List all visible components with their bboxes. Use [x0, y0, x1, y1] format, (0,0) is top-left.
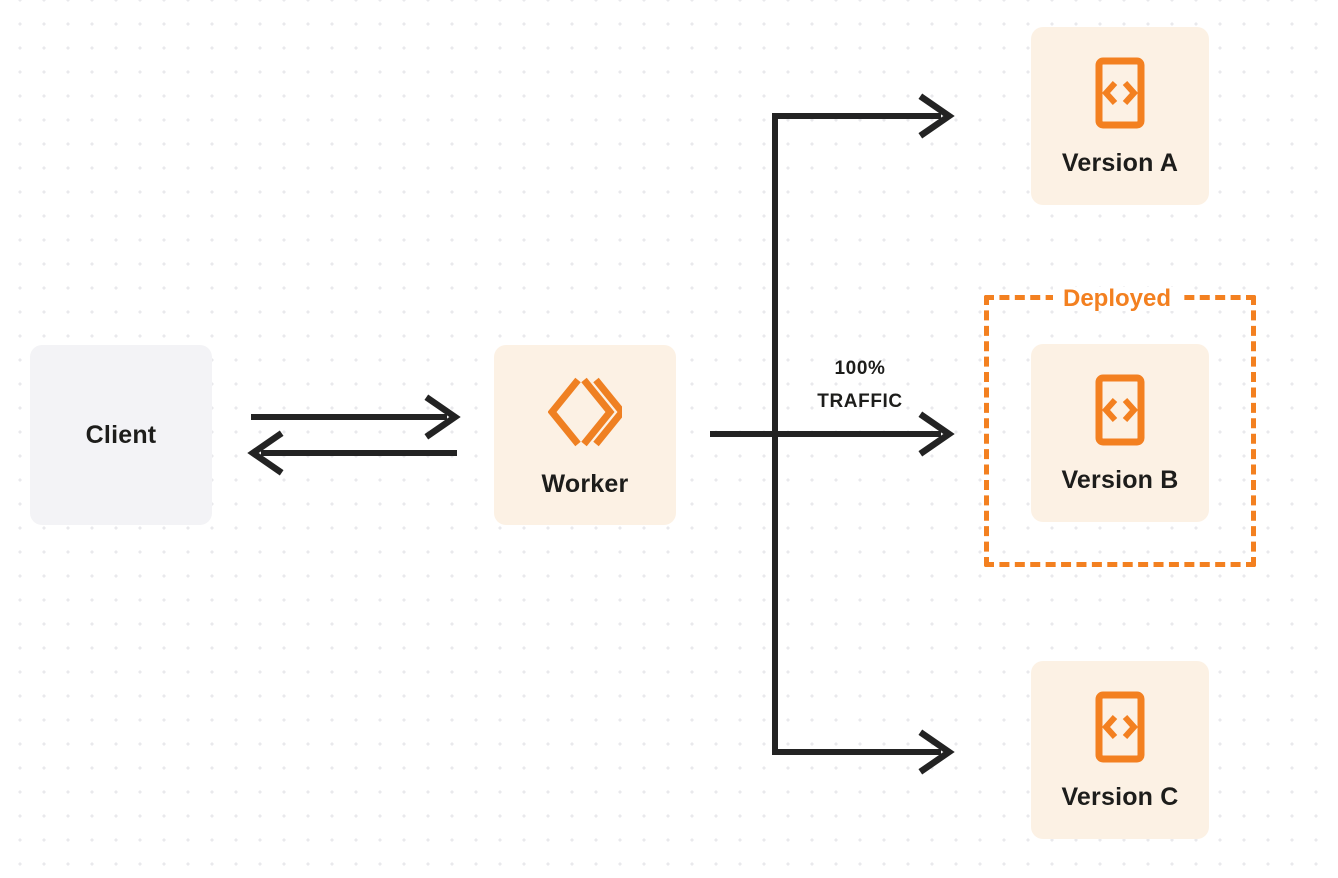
deployed-label: Deployed — [1053, 287, 1182, 311]
cloudflare-workers-icon — [547, 374, 627, 450]
traffic-annotation: 100% TRAFFIC — [790, 352, 930, 419]
code-file-icon — [1090, 374, 1150, 446]
arrow-trunk-to-version-c — [772, 729, 955, 775]
code-file-icon — [1090, 57, 1150, 129]
node-client[interactable]: Client — [30, 345, 212, 525]
node-version-b[interactable]: Version B — [1031, 344, 1209, 522]
node-version-b-label: Version B — [1061, 465, 1179, 494]
node-version-a[interactable]: Version A — [1031, 27, 1209, 205]
node-client-label: Client — [85, 420, 157, 449]
traffic-percent: 100% — [834, 358, 886, 379]
node-version-c-label: Version C — [1061, 782, 1179, 811]
node-worker[interactable]: Worker — [494, 345, 676, 525]
node-version-c[interactable]: Version C — [1031, 661, 1209, 839]
code-file-icon — [1090, 691, 1150, 763]
arrow-trunk-to-version-a — [772, 93, 955, 139]
traffic-word: TRAFFIC — [817, 391, 903, 413]
arrow-trunk-to-version-b — [775, 411, 955, 457]
node-version-a-label: Version A — [1061, 148, 1179, 177]
arrow-worker-to-client — [247, 430, 457, 476]
node-worker-label: Worker — [541, 469, 629, 498]
arrow-client-to-worker — [251, 394, 461, 440]
